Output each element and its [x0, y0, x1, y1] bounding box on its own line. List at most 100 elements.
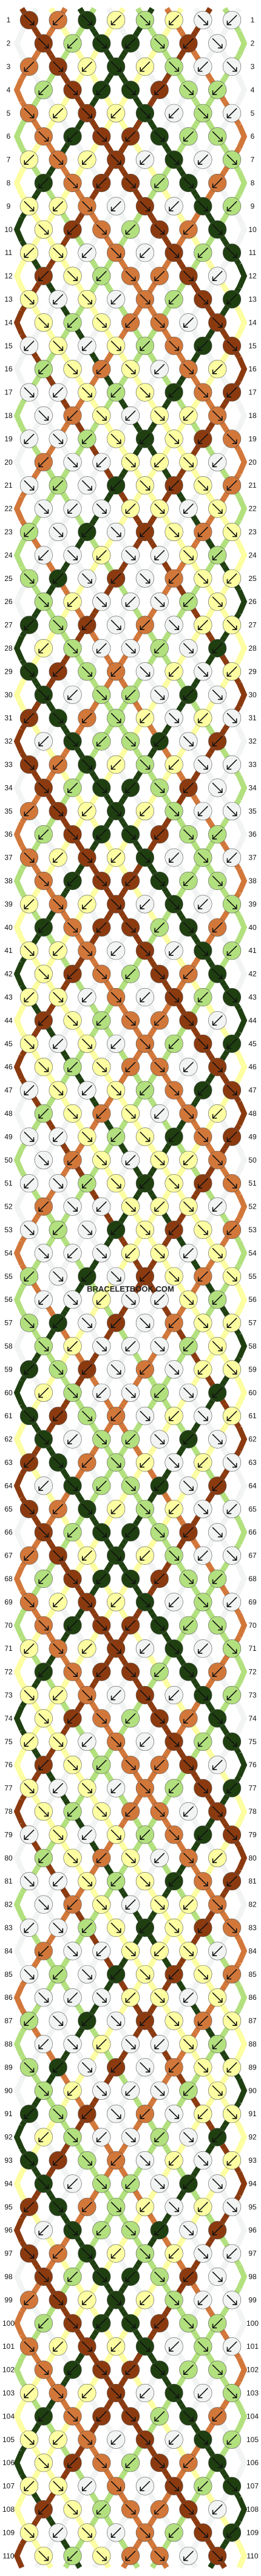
knot-arrow-icon	[212, 1341, 223, 1352]
edge-string	[236, 1473, 248, 1499]
knot-arrow-icon	[125, 1759, 136, 1770]
knot-arrow-icon	[67, 1759, 78, 1770]
row-number-left: 20	[4, 458, 13, 466]
knot-arrow-icon	[154, 503, 165, 514]
knot-arrow-icon	[125, 84, 136, 95]
knot-arrow-icon	[154, 1620, 165, 1631]
edge-string	[236, 2497, 248, 2522]
knot-arrow-icon	[169, 1504, 180, 1515]
row-number-right: 89	[248, 2063, 257, 2071]
row-number-right: 60	[248, 1389, 257, 1397]
knot-arrow-icon	[110, 1643, 121, 1654]
edge-string	[236, 216, 248, 242]
knot-arrow-icon	[154, 38, 165, 49]
edge-string	[236, 914, 248, 940]
row-number-right: 36	[248, 830, 257, 838]
row-number-left: 89	[4, 2063, 13, 2071]
knot-arrow-icon	[24, 1457, 35, 1468]
row-number-left: 63	[4, 1458, 13, 1467]
knot-arrow-icon	[125, 1434, 136, 1445]
row-number-right: 32	[248, 737, 257, 746]
row-number-right: 77	[248, 1784, 257, 1793]
knot-arrow-icon	[110, 2434, 121, 2445]
knot-arrow-icon	[125, 2504, 136, 2515]
row-number-left: 35	[4, 807, 13, 815]
knot-arrow-icon	[226, 526, 237, 537]
knot-arrow-icon	[226, 620, 237, 631]
row-number-right: 64	[248, 1481, 257, 1490]
knot-arrow-icon	[183, 1759, 194, 1770]
knot-arrow-icon	[197, 1922, 208, 1933]
knot-arrow-icon	[53, 1131, 64, 1142]
row-number-right: 44	[248, 1016, 257, 1024]
row-number-right: 92	[248, 2133, 257, 2142]
knot-arrow-icon	[169, 2016, 180, 2027]
row-number-right: 105	[246, 2435, 259, 2444]
knot-arrow-icon	[226, 340, 237, 351]
knot-arrow-icon	[183, 1015, 194, 1026]
knot-arrow-icon	[67, 317, 78, 328]
edge-string	[13, 1426, 25, 1452]
knot-arrow-icon	[24, 154, 35, 165]
knot-arrow-icon	[125, 1247, 136, 1258]
knot-arrow-icon	[125, 457, 136, 468]
edge-string	[13, 30, 25, 56]
knot-arrow-icon	[212, 38, 223, 49]
row-number-left: 19	[4, 434, 13, 443]
knot-arrow-icon	[183, 689, 194, 700]
knot-arrow-icon	[81, 2341, 92, 2352]
row-number-right: 48	[248, 1109, 257, 1118]
knot-arrow-icon	[140, 1457, 151, 1468]
row-number-left: 10	[4, 225, 13, 234]
row-number-left: 84	[4, 1947, 13, 1955]
knot-arrow-icon	[125, 410, 136, 421]
knot-arrow-icon	[183, 1620, 194, 1631]
knot-arrow-icon	[110, 992, 121, 1003]
edge-string	[236, 1426, 248, 1452]
knot-arrow-icon	[212, 2271, 223, 2282]
knot-arrow-icon	[38, 1480, 49, 1491]
knot-arrow-icon	[169, 2062, 180, 2073]
knot-arrow-icon	[67, 2039, 78, 2050]
knot-arrow-icon	[169, 1643, 180, 1654]
row-number-right: 20	[248, 458, 257, 466]
knot-arrow-icon	[96, 1341, 107, 1352]
row-number-left: 97	[4, 2249, 13, 2258]
knot-arrow-icon	[212, 2504, 223, 2515]
row-number-right: 5	[251, 109, 255, 118]
row-number-right: 104	[246, 2412, 259, 2420]
knot-arrow-icon	[110, 898, 121, 909]
knot-arrow-icon	[197, 945, 208, 956]
edge-string	[13, 1891, 25, 1917]
edge-string	[236, 1566, 248, 1592]
knot-arrow-icon	[226, 2294, 237, 2305]
knot-arrow-icon	[197, 433, 208, 444]
knot-arrow-icon	[67, 1480, 78, 1491]
knot-arrow-icon	[81, 480, 92, 491]
knot-arrow-icon	[24, 294, 35, 305]
knot-arrow-icon	[169, 1829, 180, 1840]
edge-string	[236, 2031, 248, 2057]
knot-arrow-icon	[81, 1131, 92, 1142]
knot-arrow-icon	[24, 1085, 35, 1096]
knot-arrow-icon	[38, 410, 49, 421]
knot-arrow-icon	[24, 1131, 35, 1142]
knot-arrow-icon	[81, 2481, 92, 2492]
knot-arrow-icon	[96, 457, 107, 468]
knot-arrow-icon	[125, 2318, 136, 2329]
knot-arrow-icon	[81, 1736, 92, 1747]
knot-arrow-icon	[53, 1876, 64, 1887]
knot-arrow-icon	[154, 2039, 165, 2050]
row-number-right: 9	[251, 202, 255, 210]
knot-arrow-icon	[154, 1341, 165, 1352]
row-number-right: 66	[248, 1528, 257, 1536]
row-number-right: 3	[251, 62, 255, 71]
row-number-left: 105	[2, 2435, 15, 2444]
knot-arrow-icon	[81, 1504, 92, 1515]
row-number-left: 57	[4, 1319, 13, 1327]
knot-arrow-icon	[197, 526, 208, 537]
row-number-right: 23	[248, 528, 257, 536]
knot-arrow-icon	[125, 643, 136, 654]
knot-arrow-icon	[226, 387, 237, 398]
row-number-right: 52	[248, 1203, 257, 1211]
